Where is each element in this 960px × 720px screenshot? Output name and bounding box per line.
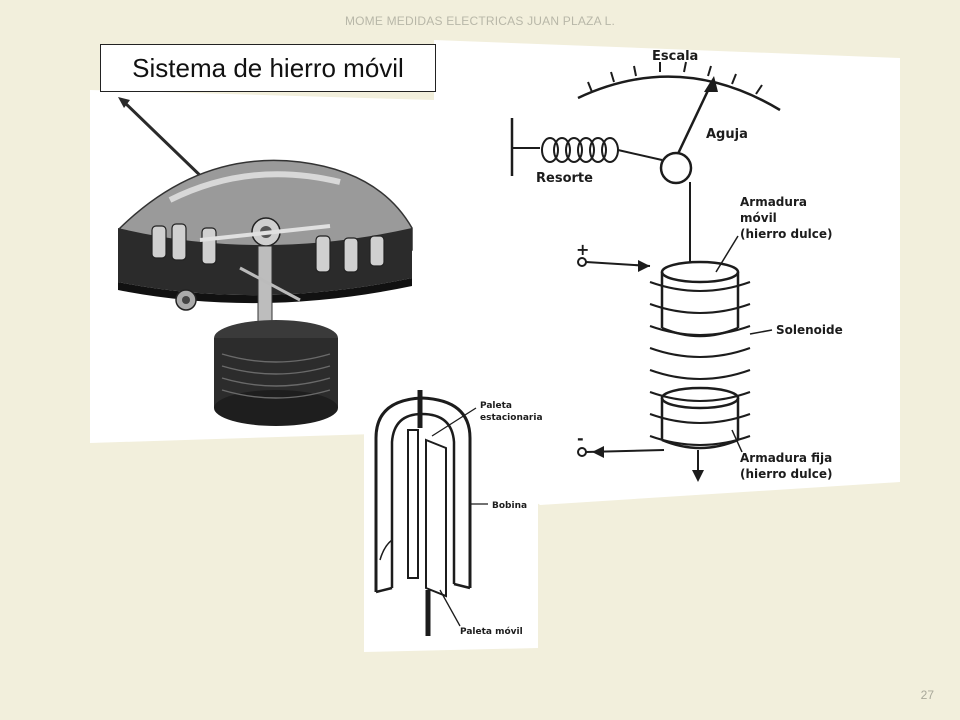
label-armature-mobile-1: Armadura [740,195,807,209]
label-stationary-vane-1: Paleta [480,401,512,411]
label-stationary-vane-2: estacionaria [480,413,543,423]
slide-title: Sistema de hierro móvil [100,44,436,92]
label-needle: Aguja [706,127,748,142]
label-armature-mobile-2: móvil [740,211,777,225]
iron-vane-schematic: Escala Aguja Resorte Armadura móvil (hie… [434,40,900,505]
label-minus: - [577,429,584,448]
label-mobile-vane: Paleta móvil [460,626,523,637]
slide-header: MOME MEDIDAS ELECTRICAS JUAN PLAZA L. [344,14,616,28]
label-armature-mobile-3: (hierro dulce) [740,227,833,241]
vane-coil-diagram: Paleta estacionaria Bobina Paleta móvil [364,376,543,652]
iron-vane-mechanism-photo [90,90,436,443]
label-armature-fixed-1: Armadura fija [740,451,832,465]
label-spring: Resorte [536,171,593,186]
label-coil: Bobina [492,501,527,511]
page-number: 27 [920,688,934,702]
label-plus: + [576,240,589,259]
label-scale: Escala [652,49,698,64]
label-armature-fixed-2: (hierro dulce) [740,467,833,481]
label-solenoid: Solenoide [776,323,843,337]
